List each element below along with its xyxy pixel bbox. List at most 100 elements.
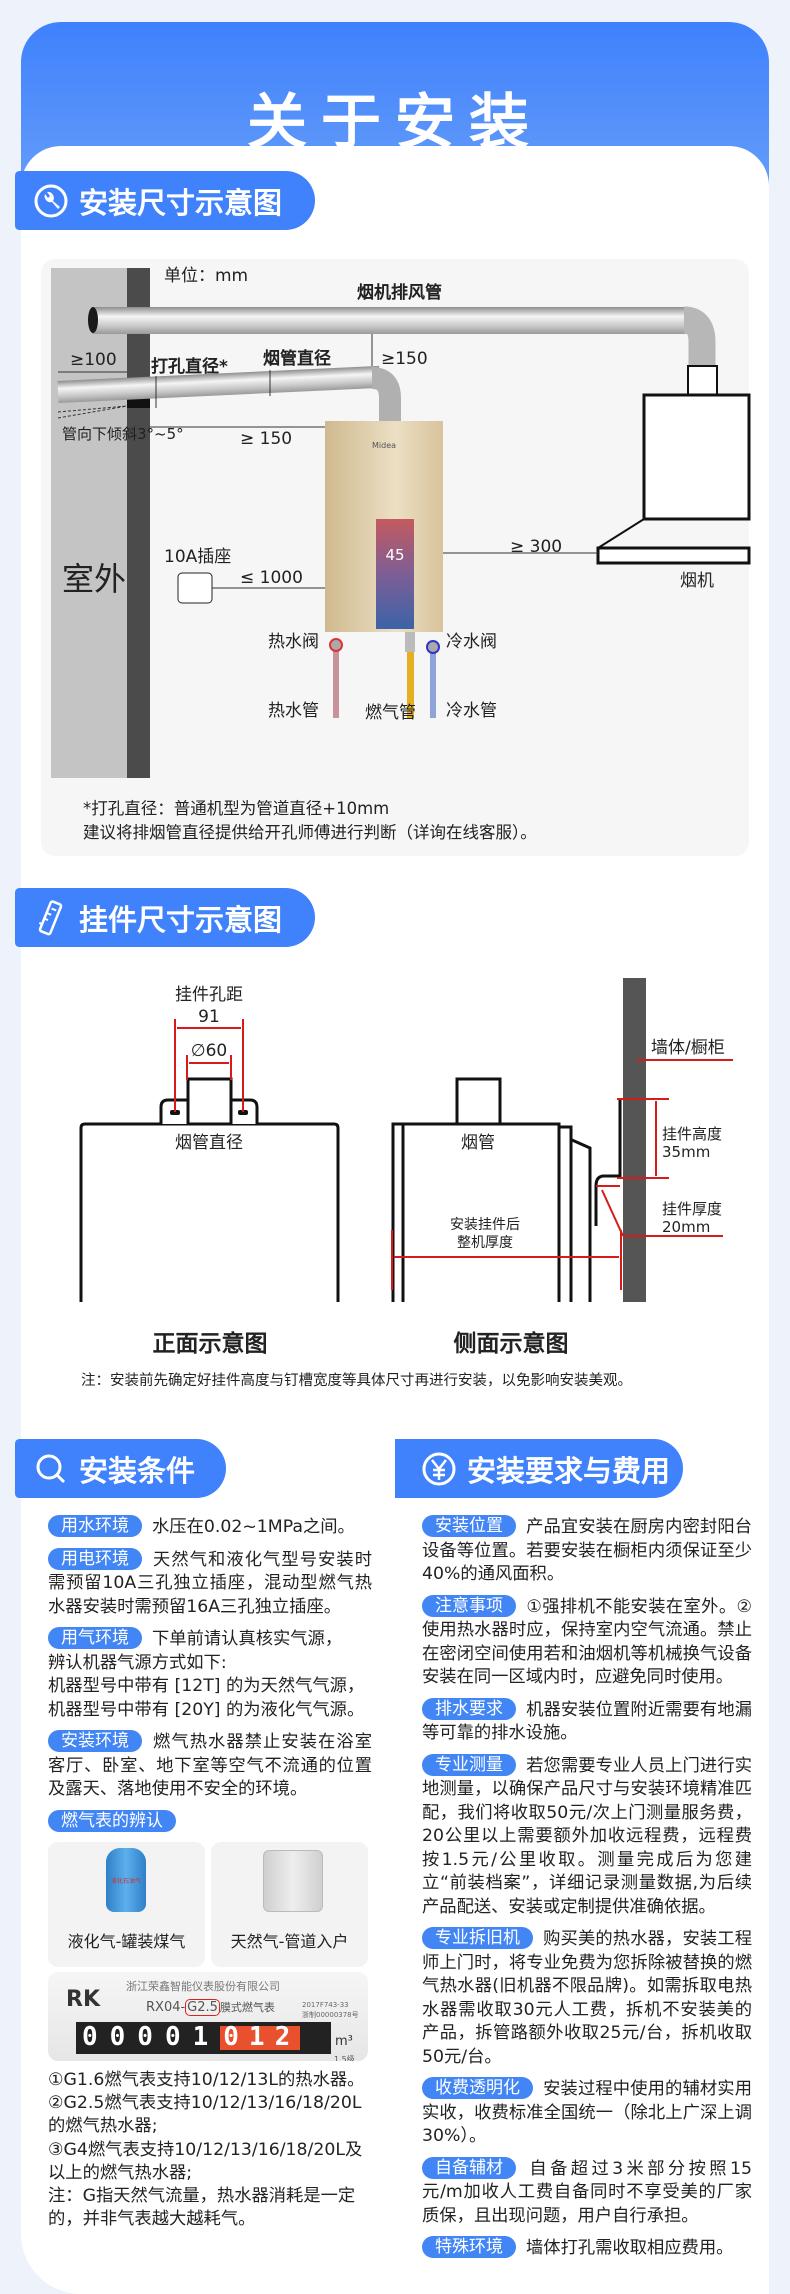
image-label: 液化气-罐装煤气 [67, 1931, 186, 1951]
hole-distance-label: 挂件孔距 [175, 985, 243, 1005]
flue-pipe [57, 365, 381, 403]
range-hood-body [642, 393, 751, 521]
gas-pipe [407, 652, 414, 718]
cold-pipe-label: 冷水管 [446, 701, 497, 721]
condition-text: 天然气和液化气型号安装时需预留10A三孔独立插座，混动型燃气热水器安装时需预留1… [48, 1549, 372, 1617]
gas-pipe-label: 燃气管 [365, 703, 416, 723]
meter-tag: 燃气表的辨认 [48, 1809, 176, 1832]
range-hood-slope [597, 518, 645, 549]
section-requirements: 安装要求与费用 [395, 1439, 683, 1498]
clearance-100-label: ≥100 [70, 350, 117, 370]
condition-item: 用水环境水压在0.02~1MPa之间。 [48, 1515, 372, 1540]
total-thickness-line1: 安装挂件后 [450, 1217, 520, 1233]
condition-item: 用气环境下单前请认真核实气源， 辨认机器气源方式如下: 机器型号中带有 [12T… [48, 1627, 372, 1722]
reading-black: 00001 [82, 2022, 221, 2053]
requirement-tag: 自备辅材 [422, 2156, 516, 2179]
model-prefix: RX04- [146, 2000, 186, 2015]
socket-label: 10A插座 [164, 547, 231, 567]
requirement-text: 墙体打孔需收取相应费用。 [526, 2238, 734, 2258]
requirement-item: 特殊环境墙体打孔需收取相应费用。 [422, 2236, 752, 2261]
natural-gas-meter-card: 天然气-管道入户 [211, 1842, 368, 1967]
hot-pipe-label: 热水管 [268, 701, 319, 721]
hood-label: 烟机 [680, 571, 714, 591]
meter-company: 浙江荣鑫智能仪表股份有限公司 [126, 1980, 280, 1993]
condition-text: 机器型号中带有 [12T] 的为天然气气源， [48, 1676, 365, 1696]
flue-diameter-label: 烟管直径 [263, 348, 331, 369]
heater-display [376, 519, 414, 629]
side-flue-label: 烟管 [461, 1133, 495, 1153]
display-temp: 45 [385, 546, 404, 564]
condition-tag: 用水环境 [48, 1515, 142, 1537]
side-caption: 侧面示意图 [454, 1330, 569, 1357]
meter-cert: 浙制00000378号 [302, 2011, 359, 2019]
wall-hanger [594, 1100, 622, 1226]
condition-tag: 用气环境 [48, 1627, 142, 1649]
image-label: 天然气-管道入户 [230, 1931, 349, 1951]
hanger-note: 注：安装前先确定好挂件高度与钉槽宽度等具体尺寸再进行安装，以免影响安装美观。 [81, 1371, 632, 1389]
range-hood-base [596, 546, 751, 565]
requirement-tag: 排水要求 [422, 1697, 516, 1720]
section-title: 安装条件 [79, 1453, 196, 1488]
gas-cylinder-icon: 液化石油气 [106, 1848, 146, 1912]
meter-unit: m³ [335, 2034, 353, 2049]
condition-text: 燃气热水器禁止安装在浴室客厅、卧室、地下室等空气不流通的位置及露天、落地使用不安… [48, 1732, 372, 1799]
requirement-item: 专业拆旧机购买美的热水器，安装工程师上门时，将专业免费为您拆除被替换的燃气热水器… [422, 1927, 752, 2069]
outdoor-label: 室外 [62, 560, 126, 598]
section-title: 挂件尺寸示意图 [79, 902, 283, 937]
gas-meter-icon [263, 1850, 323, 1912]
footnote-1: *打孔直径：普通机型为管道直径+10mm [83, 799, 389, 818]
front-caption: 正面示意图 [153, 1330, 268, 1357]
hot-valve-label: 热水阀 [268, 632, 319, 652]
requirement-text: 自备超过3米部分按照15元/m加收人工费自备同时不享受美的厂家质保，且出现问题，… [422, 2158, 752, 2226]
gas-pipe-fitting [405, 632, 415, 652]
hood-exhaust-label: 烟机排风管 [357, 282, 442, 303]
condition-text: 机器型号中带有 [20Y] 的为液化气气源。 [48, 1699, 365, 1720]
hanger-height-value: 35mm [662, 1143, 710, 1161]
unit-label: 单位：mm [164, 266, 248, 286]
lpg-cylinder-card: 液化石油气 液化气-罐装煤气 [48, 1842, 205, 1967]
wall-label: 墙体/橱柜 [651, 1038, 725, 1058]
requirement-text: ①强排机不能安装在室外。②使用热水器时应，保持室内空气流通。禁止在密闭空间使用若… [422, 1596, 752, 1688]
section-title: 安装要求与费用 [467, 1453, 671, 1488]
total-thickness-line2: 整机厚度 [457, 1235, 513, 1251]
front-flue-pipe [186, 1077, 233, 1126]
hole-right [238, 1110, 248, 1115]
hole-distance-value: 91 [198, 1007, 220, 1027]
flue-elbow [371, 367, 401, 422]
pipe-opening [88, 307, 98, 333]
meter-grade: 1.5级 [334, 2055, 355, 2061]
clearance-150-top-label: ≥150 [381, 349, 428, 369]
pipe-diameter-value: ∅60 [191, 1041, 227, 1061]
outdoor-area [51, 268, 127, 778]
meter-cert: 2017F743-33 [302, 2001, 349, 2009]
condition-text: 辨认机器气源方式如下: [48, 1652, 227, 1673]
thickness-pointer [601, 1189, 624, 1237]
condition-item: 安装环境燃气热水器禁止安装在浴室客厅、卧室、地下室等空气不流通的位置及露天、落地… [48, 1730, 372, 1802]
hanger-thickness-value: 20mm [662, 1218, 710, 1236]
requirement-tag: 专业拆旧机 [422, 1927, 533, 1949]
requirement-item: 排水要求机器安装位置附近需要有地漏等可靠的排水设施。 [422, 1697, 752, 1746]
wall [127, 268, 150, 778]
requirement-text: 产品宜安装在厨房内密封阳台设备等位置。若要安装在橱柜内须保证至少40%的通风面积… [422, 1517, 752, 1584]
yen-icon [421, 1451, 457, 1487]
hanger-height-label: 挂件高度 [662, 1125, 722, 1143]
brand-logo: Midea [372, 441, 396, 450]
cold-valve-label: 冷水阀 [446, 632, 497, 652]
hole-diameter-label: 打孔直径* [151, 356, 228, 377]
requirement-item: 安装位置产品宜安装在厨房内密封阳台设备等位置。若要安装在橱柜内须保证至少40%的… [422, 1515, 752, 1587]
meter-note: 注：G指天然气流量，热水器消耗是一定的，并非气表越大越耗气。 [48, 2186, 356, 2230]
conditions-list: 用水环境水压在0.02~1MPa之间。 用电环境天然气和液化气型号安装时需预留1… [48, 1515, 372, 2231]
condition-tag: 安装环境 [48, 1730, 142, 1752]
meter-note: ③G4燃气表支持10/12/13/16/18/20L及以上的燃气热水器; [48, 2139, 363, 2183]
requirement-tag: 特殊环境 [422, 2236, 516, 2258]
requirement-tag: 收费透明化 [422, 2077, 533, 2099]
reading-red: 012 [220, 2025, 301, 2050]
side-flue-pipe [455, 1077, 502, 1126]
section-install-size: 安装尺寸示意图 [15, 171, 315, 230]
cold-valve-icon [426, 640, 440, 654]
hood-clearance-label: ≥ 300 [510, 537, 562, 557]
section-hanger-size: 挂件尺寸示意图 [15, 888, 315, 947]
